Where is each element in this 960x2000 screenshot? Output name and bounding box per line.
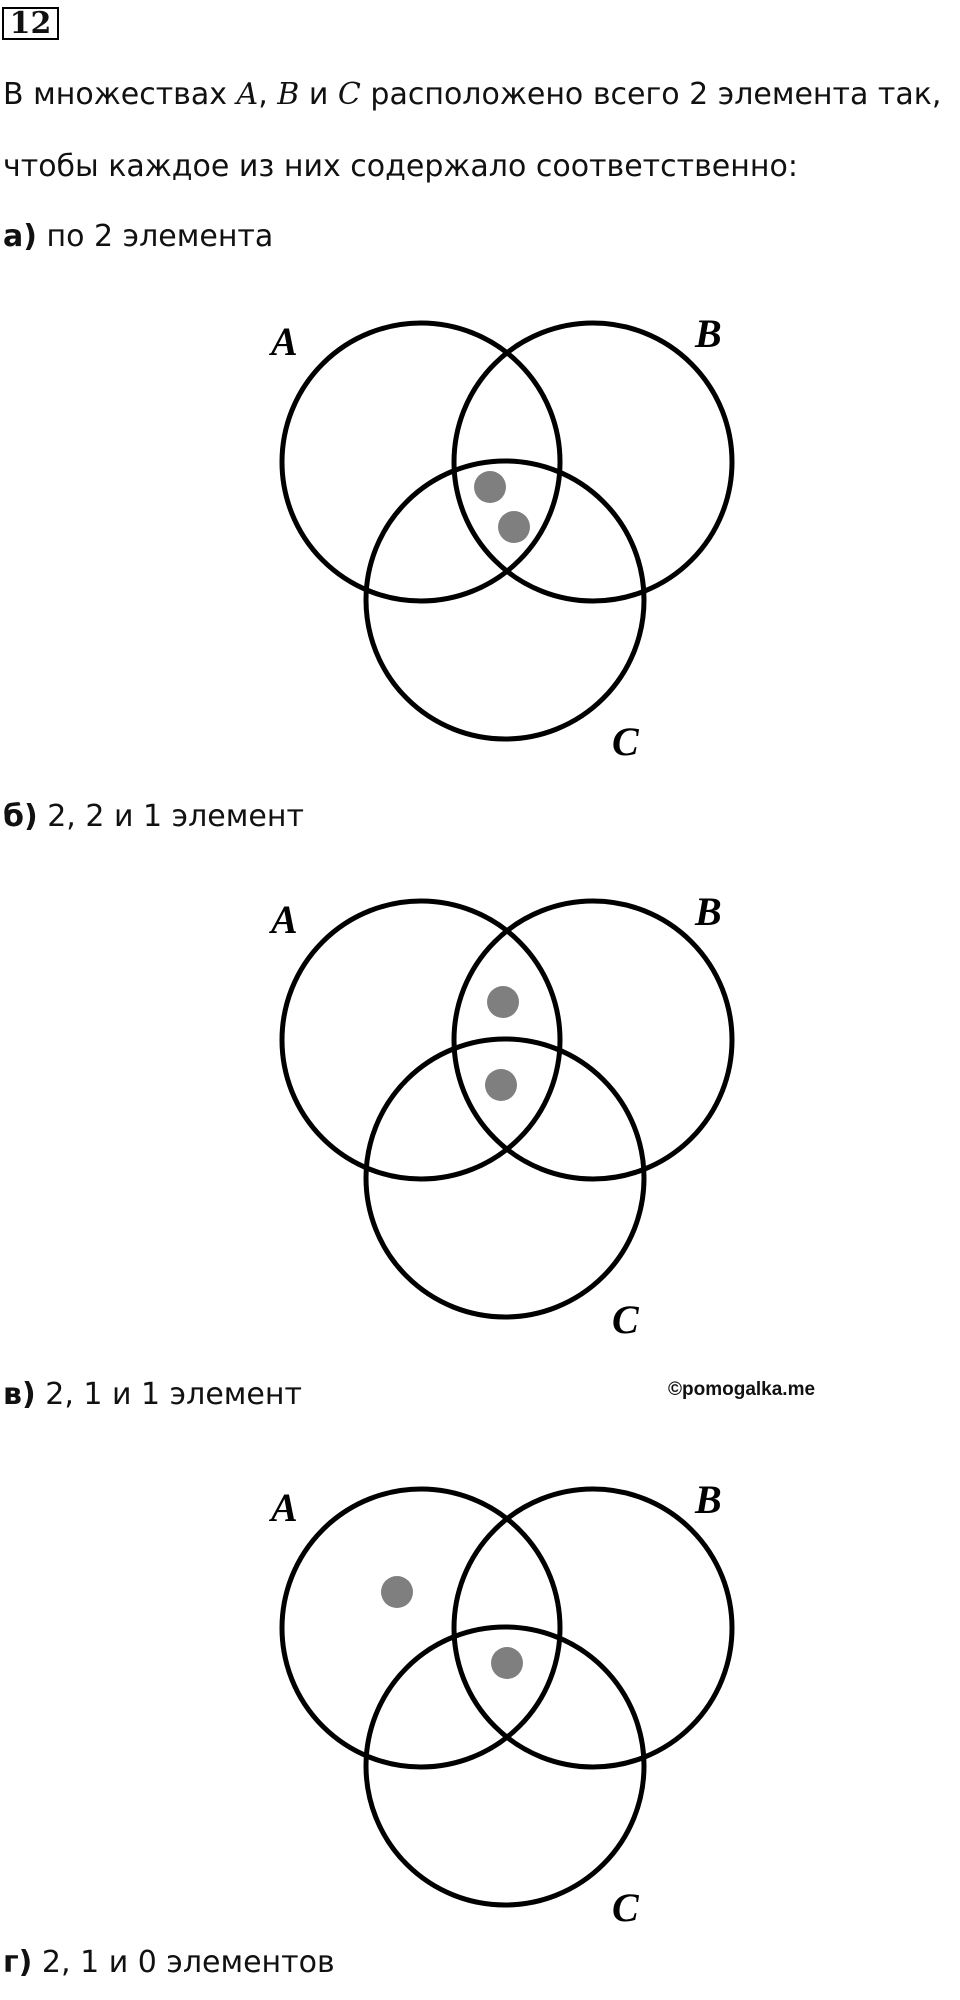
element-dot	[485, 1069, 517, 1101]
watermark: ©pomogalka.me	[668, 1379, 816, 1400]
part-d-label: г)	[3, 1945, 33, 1980]
part-a-line: а) по 2 элемента	[3, 222, 273, 252]
circle-c	[363, 1036, 647, 1320]
circle-b	[451, 1486, 735, 1770]
venn-diagram-b: A B C	[268, 889, 735, 1342]
set-label-c: C	[612, 719, 640, 764]
intro-sep-2: и	[299, 77, 338, 112]
set-label-b: B	[694, 1477, 722, 1522]
circle-c	[363, 458, 647, 742]
part-a-label: а)	[3, 219, 37, 254]
part-c-label: в)	[3, 1377, 36, 1412]
venn-diagram-a: A B C	[268, 311, 735, 764]
part-b-line: б) 2, 2 и 1 элемент	[3, 802, 304, 832]
element-dot	[491, 1647, 523, 1679]
intro-text-1: В множествах	[3, 77, 237, 112]
part-a-text: по 2 элемента	[36, 219, 274, 254]
set-label-a: A	[268, 897, 298, 942]
part-c-text: 2, 1 и 1 элемент	[35, 1377, 302, 1412]
part-c-line: в) 2, 1 и 1 элемент	[3, 1380, 302, 1410]
element-dot	[498, 511, 530, 543]
set-label-c: C	[612, 1885, 640, 1930]
intro-text-2: расположено всего 2 элемента так,	[360, 77, 942, 112]
intro-sep-1: ,	[258, 77, 278, 112]
element-dot	[381, 1576, 413, 1608]
circle-a	[279, 1486, 563, 1770]
circle-a	[279, 898, 563, 1182]
intro-line-2: чтобы каждое из них содержало соответств…	[3, 149, 798, 184]
circle-b	[451, 320, 735, 604]
element-dot	[487, 986, 519, 1018]
set-label-a: A	[268, 1485, 298, 1530]
circle-c	[363, 1624, 647, 1908]
part-b-text: 2, 2 и 1 элемент	[37, 799, 304, 834]
var-a: A	[236, 77, 259, 112]
circle-a	[279, 320, 563, 604]
element-dot	[474, 471, 506, 503]
set-label-b: B	[694, 311, 722, 356]
intro-line-1: В множествах A, B и C расположено всего …	[3, 80, 941, 110]
circle-b	[451, 898, 735, 1182]
part-d-line: г) 2, 1 и 0 элементов	[3, 1948, 335, 1978]
var-b: B	[277, 77, 300, 112]
set-label-b: B	[694, 889, 722, 934]
set-label-a: A	[268, 319, 298, 364]
var-c: C	[337, 77, 361, 112]
part-d-text: 2, 1 и 0 элементов	[32, 1945, 335, 1980]
set-label-c: C	[612, 1297, 640, 1342]
part-b-label: б)	[3, 799, 38, 834]
venn-diagram-c: A B C	[268, 1477, 735, 1930]
problem-number: 12	[2, 7, 59, 40]
